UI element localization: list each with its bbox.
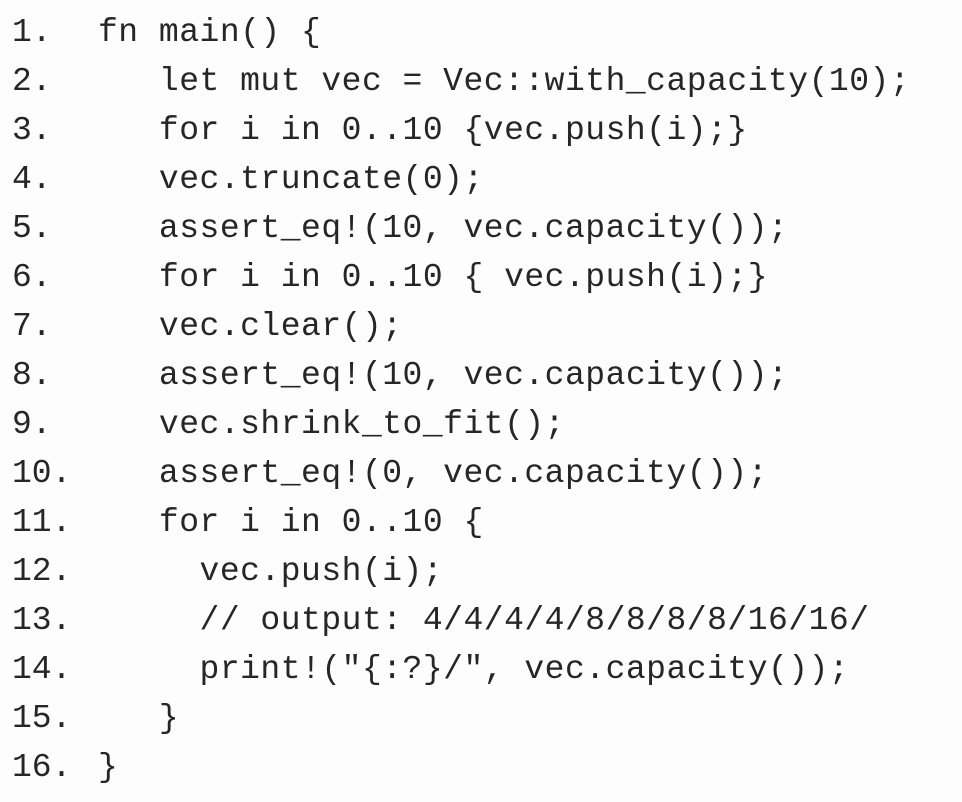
line-number: 1. bbox=[12, 14, 52, 51]
line-number: 7. bbox=[12, 308, 52, 345]
code-line: 10. assert_eq!(0, vec.capacity()); bbox=[12, 449, 958, 498]
line-number: 2. bbox=[12, 63, 52, 100]
line-number: 8. bbox=[12, 357, 52, 394]
line-code: } bbox=[98, 749, 119, 786]
code-line: 11. for i in 0..10 { bbox=[12, 498, 958, 547]
code-line: 7. vec.clear(); bbox=[12, 302, 958, 351]
line-code: vec.shrink_to_fit(); bbox=[98, 406, 565, 443]
line-number: 10. bbox=[12, 455, 72, 492]
line-number: 16. bbox=[12, 749, 72, 786]
line-number: 3. bbox=[12, 112, 52, 149]
line-code: assert_eq!(0, vec.capacity()); bbox=[98, 455, 769, 492]
code-line: 6. for i in 0..10 { vec.push(i);} bbox=[12, 253, 958, 302]
code-line: 15. } bbox=[12, 694, 958, 743]
code-line: 16.} bbox=[12, 743, 958, 792]
line-number: 15. bbox=[12, 700, 72, 737]
code-line: 3. for i in 0..10 {vec.push(i);} bbox=[12, 106, 958, 155]
line-code: vec.push(i); bbox=[98, 553, 444, 590]
line-code: for i in 0..10 {vec.push(i);} bbox=[98, 112, 748, 149]
line-number: 5. bbox=[12, 210, 52, 247]
line-code: fn main() { bbox=[98, 14, 322, 51]
code-line: 2. let mut vec = Vec::with_capacity(10); bbox=[12, 57, 958, 106]
line-code: vec.clear(); bbox=[98, 308, 403, 345]
line-code: vec.truncate(0); bbox=[98, 161, 484, 198]
line-code: let mut vec = Vec::with_capacity(10); bbox=[98, 63, 911, 100]
line-number: 11. bbox=[12, 504, 72, 541]
code-line: 9. vec.shrink_to_fit(); bbox=[12, 400, 958, 449]
line-number: 6. bbox=[12, 259, 52, 296]
line-code: // output: 4/4/4/4/8/8/8/8/16/16/ bbox=[98, 602, 870, 639]
line-number: 13. bbox=[12, 602, 72, 639]
line-number: 14. bbox=[12, 651, 72, 688]
line-code: assert_eq!(10, vec.capacity()); bbox=[98, 357, 789, 394]
line-number: 4. bbox=[12, 161, 52, 198]
line-code: assert_eq!(10, vec.capacity()); bbox=[98, 210, 789, 247]
code-line: 5. assert_eq!(10, vec.capacity()); bbox=[12, 204, 958, 253]
line-code: for i in 0..10 { vec.push(i);} bbox=[98, 259, 769, 296]
code-line: 12. vec.push(i); bbox=[12, 547, 958, 596]
code-line: 4. vec.truncate(0); bbox=[12, 155, 958, 204]
line-number: 9. bbox=[12, 406, 52, 443]
code-line: 1. fn main() { bbox=[12, 8, 958, 57]
code-line: 13. // output: 4/4/4/4/8/8/8/8/16/16/ bbox=[12, 596, 958, 645]
line-number: 12. bbox=[12, 553, 72, 590]
code-line: 8. assert_eq!(10, vec.capacity()); bbox=[12, 351, 958, 400]
line-code: print!("{:?}/", vec.capacity()); bbox=[98, 651, 850, 688]
line-code: } bbox=[98, 700, 180, 737]
line-code: for i in 0..10 { bbox=[98, 504, 484, 541]
code-line: 14. print!("{:?}/", vec.capacity()); bbox=[12, 645, 958, 694]
